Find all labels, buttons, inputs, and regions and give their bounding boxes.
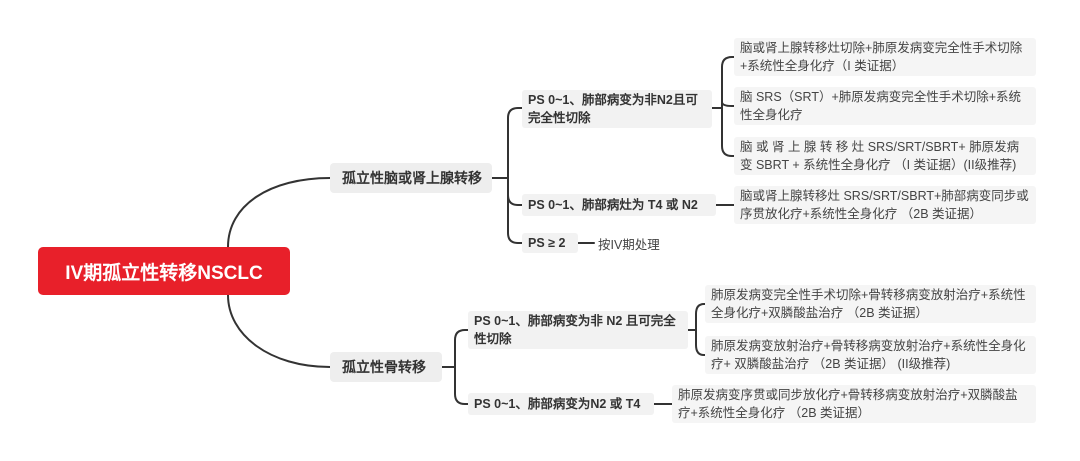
subtopic-brain-ps-ge-2[interactable]: PS ≥ 2 (522, 233, 578, 253)
connector-brain-children (491, 107, 523, 244)
leaf-brain-stage-iv-treatment[interactable]: 按IV期处理 (598, 237, 660, 252)
leaf-bone-surgery-radiation-chemo-bisphosphonate[interactable]: 肺原发病变完全性手术切除+骨转移病变放射治疗+系统性全身化疗+双膦酸盐治疗 （2… (705, 285, 1036, 323)
connector-root-bone (227, 294, 331, 368)
topic-brain-adrenal-metastasis[interactable]: 孤立性脑或肾上腺转移 (330, 163, 492, 193)
leaf-brain-srs-surgery-chemo[interactable]: 脑 SRS（SRT）+肺原发病变完全性手术切除+系统性全身化疗 (734, 87, 1036, 125)
leaf-bone-chemoradiation-bisphosphonate[interactable]: 肺原发病变序贯或同步放化疗+骨转移病变放射治疗+双膦酸盐疗+系统性全身化疗 （2… (672, 385, 1036, 423)
leaf-brain-srs-chemoradiation[interactable]: 脑或肾上腺转移灶 SRS/SRT/SBRT+肺部病变同步或序贯放化疗+系统性全身… (734, 186, 1036, 224)
topic-bone-metastasis[interactable]: 孤立性骨转移 (330, 352, 442, 382)
connector-brain-resectable-leaves (711, 56, 735, 157)
subtopic-brain-ps01-t4-n2[interactable]: PS 0~1、肺部病灶为 T4 或 N2 (522, 194, 716, 216)
connector-bone-resectable-leaves (687, 303, 706, 356)
leaf-brain-resection-surgery-chemo[interactable]: 脑或肾上腺转移灶切除+肺原发病变完全性手术切除+系统性全身化疗（I 类证据） (734, 38, 1036, 76)
subtopic-bone-ps01-non-n2-resectable[interactable]: PS 0~1、肺部病变为非 N2 且可完全性切除 (468, 311, 688, 349)
subtopic-brain-ps01-non-n2-resectable[interactable]: PS 0~1、肺部病变为非N2且可完全性切除 (522, 90, 712, 128)
leaf-bone-radiation-chemo-bisphosphonate[interactable]: 肺原发病变放射治疗+骨转移病变放射治疗+系统性全身化疗+ 双膦酸盐治疗 （2B … (705, 336, 1036, 374)
connector-bone-children (441, 329, 469, 405)
root-topic[interactable]: IV期孤立性转移NSCLC (38, 247, 290, 295)
connector-root-brain (227, 177, 331, 248)
subtopic-bone-ps01-n2-t4[interactable]: PS 0~1、肺部病变为N2 或 T4 (468, 393, 654, 415)
leaf-brain-srs-sbrt-chemo[interactable]: 脑 或 肾 上 腺 转 移 灶 SRS/SRT/SBRT+ 肺原发病变 SBRT… (734, 137, 1036, 175)
